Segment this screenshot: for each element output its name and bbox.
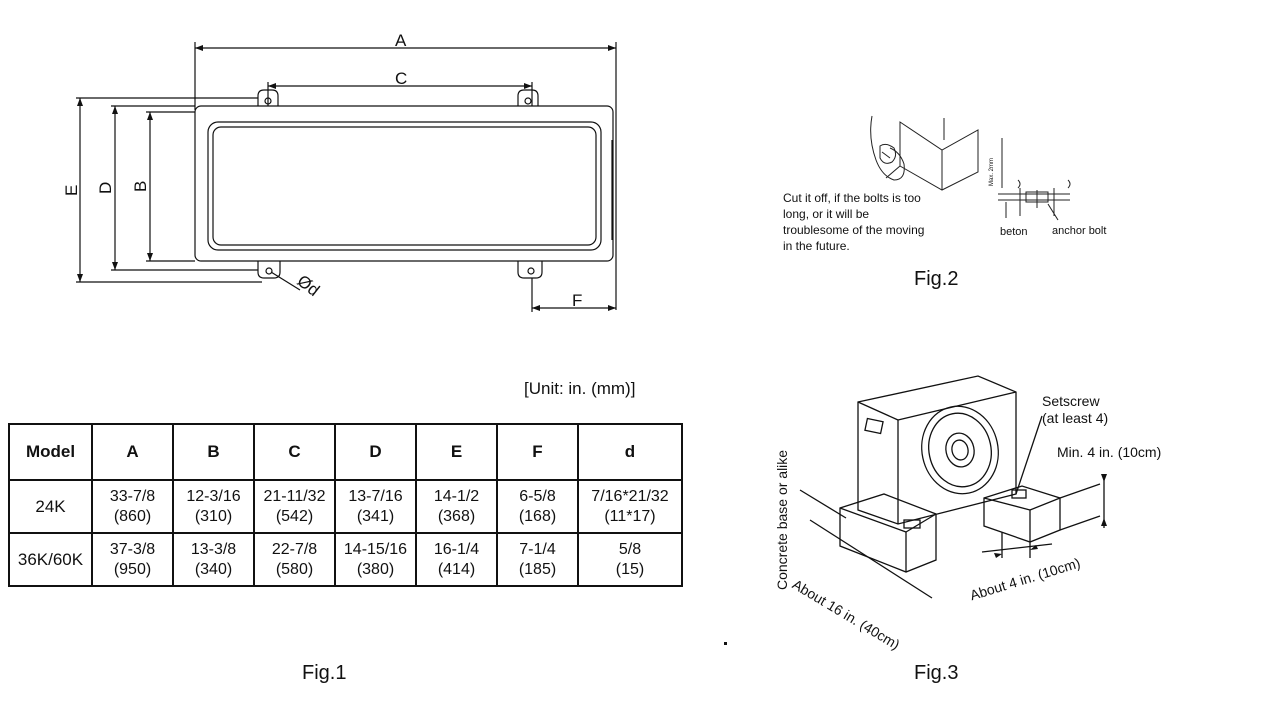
fig2-drawing: Max. 2mm xyxy=(870,115,1071,221)
unit-body-outline xyxy=(194,105,614,262)
fig2-caption: Fig.2 xyxy=(914,268,959,290)
min-height-label: Min. 4 in. (10cm) xyxy=(1057,444,1162,460)
max-label: Max. 2mm xyxy=(989,158,995,186)
table-cell: 22-7/8(580) xyxy=(253,532,336,587)
header-f: F xyxy=(496,423,579,481)
table-cell: 13-3/8(340) xyxy=(172,532,255,587)
beton-label: beton xyxy=(1000,226,1028,238)
anchor-bolt-label: anchor bolt xyxy=(1052,225,1107,237)
table-row: 36K/60K 37-3/8(950) 13-3/8(340) 22-7/8(5… xyxy=(8,532,683,587)
dim-phi-d-label: Ød xyxy=(294,271,324,300)
table-cell: 7-1/4(185) xyxy=(496,532,579,587)
header-b: B xyxy=(172,423,255,481)
header-d-small: d xyxy=(577,423,683,481)
table-cell: 13-7/16(341) xyxy=(334,479,417,534)
header-d: D xyxy=(334,423,417,481)
header-a: A xyxy=(91,423,174,481)
table-cell: 16-1/4(414) xyxy=(415,532,498,587)
dim-a-label: A xyxy=(395,31,407,50)
dimension-table: Model A B C D E F d 24K 33-7/8(860) 12-3… xyxy=(8,423,683,587)
dim-c-label: C xyxy=(395,69,407,88)
model-cell: 36K/60K xyxy=(8,532,93,587)
unit-note: [Unit: in. (mm)] xyxy=(524,379,636,398)
fig1-caption: Fig.1 xyxy=(302,662,347,684)
model-cell: 24K xyxy=(8,479,93,534)
fig3-caption: Fig.3 xyxy=(914,662,959,684)
setscrew-label: Setscrew (at least 4) xyxy=(1042,393,1109,426)
dim-b-label: B xyxy=(131,181,150,192)
table-cell: 14-1/2(368) xyxy=(415,479,498,534)
table-cell: 6-5/8(168) xyxy=(496,479,579,534)
table-cell: 12-3/16(310) xyxy=(172,479,255,534)
table-header-row: Model A B C D E F d xyxy=(8,423,683,481)
table-cell: 33-7/8(860) xyxy=(91,479,174,534)
dim-f-label: F xyxy=(572,291,582,310)
dim-e-label: E xyxy=(62,185,81,196)
dim-d-label: D xyxy=(96,182,115,194)
cut-off-note: Cut it off, if the bolts is too long, or… xyxy=(783,191,925,253)
fig3-drawing xyxy=(799,375,1107,599)
header-model: Model xyxy=(8,423,93,481)
header-c: C xyxy=(253,423,336,481)
table-cell: 21-11/32(542) xyxy=(253,479,336,534)
stray-dot xyxy=(724,642,727,645)
table-cell: 37-3/8(950) xyxy=(91,532,174,587)
header-e: E xyxy=(415,423,498,481)
concrete-base-label: Concrete base or alike xyxy=(774,449,790,590)
table-row: 24K 33-7/8(860) 12-3/16(310) 21-11/32(54… xyxy=(8,479,683,534)
fig1-drawing: A C E D B F Ød xyxy=(62,31,617,312)
table-cell: 7/16*21/32(11*17) xyxy=(577,479,683,534)
table-cell: 14-15/16(380) xyxy=(334,532,417,587)
unit-front-panel xyxy=(207,121,602,251)
table-cell: 5/8(15) xyxy=(577,532,683,587)
